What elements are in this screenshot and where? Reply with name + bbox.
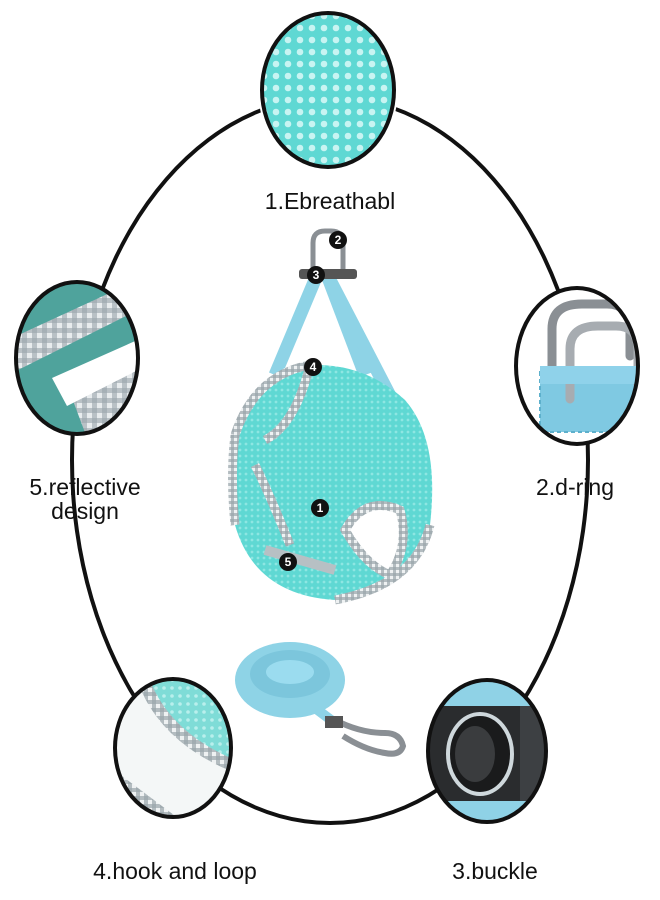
marker-3-number: 3 bbox=[312, 268, 320, 282]
feature-label-reflective-line1: 5.reflective bbox=[29, 474, 141, 500]
feature-label-d-ring: 2.d-ring bbox=[536, 474, 614, 500]
marker-4-number: 4 bbox=[309, 360, 317, 374]
mesh-closeup-circle bbox=[258, 10, 398, 170]
marker-3-icon bbox=[307, 266, 325, 284]
hook-and-loop-closeup-circle bbox=[112, 676, 234, 821]
buckle-icon bbox=[426, 678, 548, 824]
d-ring-closeup-circle bbox=[512, 284, 642, 449]
feature-label-buckle: 3.buckle bbox=[452, 858, 538, 884]
reflective-closeup-circle bbox=[12, 278, 142, 438]
feature-label-hook-and-loop: 4.hook and loop bbox=[93, 858, 257, 884]
harness-product-image: 2 3 4 1 5 bbox=[195, 225, 465, 625]
marker-1-icon bbox=[311, 499, 329, 517]
marker-5-number: 5 bbox=[284, 555, 292, 569]
buckle-closeup-circle bbox=[425, 676, 550, 826]
d-ring-icon bbox=[514, 286, 640, 446]
feature-label-reflective-line2: design bbox=[51, 498, 119, 524]
marker-5-icon bbox=[279, 553, 297, 571]
leash-icon bbox=[235, 642, 407, 757]
leash-image bbox=[225, 638, 415, 758]
marker-2-number: 2 bbox=[334, 233, 342, 247]
marker-4-icon bbox=[304, 358, 322, 376]
marker-2-icon bbox=[329, 231, 347, 249]
marker-1-number: 1 bbox=[316, 501, 324, 515]
mesh-texture-icon bbox=[260, 11, 396, 169]
feature-label-breathable: 1.Ebreathabl bbox=[264, 188, 396, 214]
